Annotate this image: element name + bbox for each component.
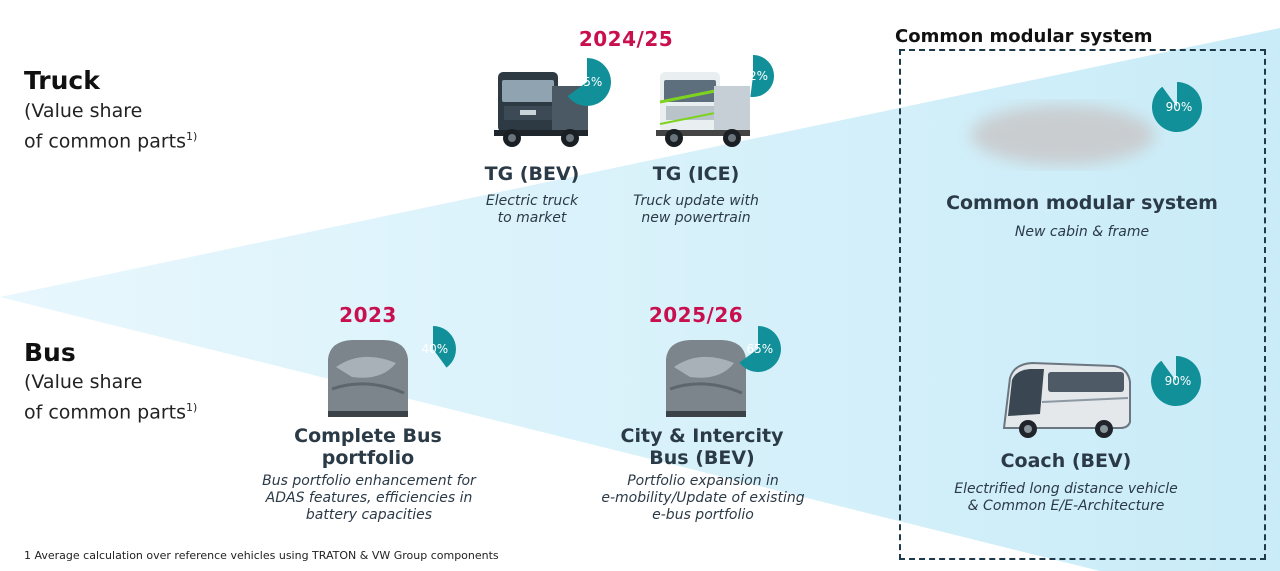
coach-bus-icon	[1002, 361, 1131, 438]
complete-bus-description: Bus portfolio enhancement for ADAS featu…	[244, 473, 494, 524]
modular-truck-description: New cabin & frame	[1014, 224, 1150, 240]
bus-year-2025-label: 2025/26	[648, 303, 744, 327]
pie-slice	[567, 58, 611, 106]
city-bus-desc-line3: e-bus portfolio	[652, 507, 754, 523]
complete-bus-desc-line2: ADAS features, efficiencies in	[265, 490, 473, 506]
pie-slice	[1152, 82, 1202, 132]
share-pie-city-bus: 65%	[739, 326, 781, 372]
pie-slice	[1151, 356, 1201, 406]
share-pie-tg-bev: 65%	[567, 58, 611, 106]
coach-title: Coach (BEV)	[1000, 450, 1132, 472]
share-pie-modular-truck: 90%	[1152, 82, 1202, 132]
pie-percent-label: 52%	[741, 69, 768, 83]
bus-row-sub-line1: (Value share	[24, 371, 143, 393]
city-bus-title-line1: City & Intercity	[620, 425, 784, 447]
tg-bev-description: Electric truck to market	[452, 193, 612, 227]
tg-ice-desc-line1: Truck update with	[633, 193, 759, 209]
complete-bus-desc-line3: battery capacities	[305, 507, 433, 523]
share-pie-coach: 90%	[1151, 356, 1201, 406]
diesel-truck-icon	[656, 72, 750, 147]
tg-bev-title: TG (BEV)	[484, 163, 580, 185]
pie-slice	[433, 326, 456, 368]
tg-bev-desc-line1: Electric truck	[485, 193, 579, 209]
bus-year-2023-label: 2023	[339, 303, 397, 327]
city-bus-description: Portfolio expansion in e-mobility/Update…	[578, 473, 828, 524]
city-bus-title: City & Intercity Bus (BEV)	[592, 425, 812, 469]
pie-percent-label: 90%	[1166, 100, 1193, 114]
truck-row-sub-line1: (Value share	[24, 100, 143, 122]
truck-year-label: 2024/25	[578, 27, 674, 51]
pie-percent-label: 65%	[576, 75, 603, 89]
truck-row-title: Truck	[24, 66, 100, 95]
tg-ice-title: TG (ICE)	[652, 163, 740, 185]
share-pie-tg-ice: 52%	[741, 55, 774, 97]
pie-slice	[750, 55, 774, 97]
truck-row-footnote-mark: 1)	[186, 130, 198, 143]
pie-percent-label: 40%	[422, 342, 449, 356]
pie-percent-label: 90%	[1165, 374, 1192, 388]
footnote: 1 Average calculation over reference veh…	[24, 549, 499, 562]
pie-slice	[739, 326, 781, 372]
tg-bev-desc-line2: to market	[497, 210, 567, 226]
bus-row-title: Bus	[24, 338, 76, 367]
modular-truck-title: Common modular system	[946, 192, 1218, 214]
covered-bus-icon	[328, 340, 408, 417]
modular-system-box	[899, 49, 1266, 560]
complete-bus-title-line2: portfolio	[321, 447, 415, 469]
bus-row-footnote-mark: 1)	[186, 401, 198, 414]
modular-header: Common modular system	[895, 26, 1153, 47]
covered-bus-icon	[666, 340, 746, 417]
complete-bus-title-line1: Complete Bus	[294, 425, 442, 447]
share-pie-complete-bus: 40%	[422, 326, 456, 368]
tg-ice-desc-line2: new powertrain	[641, 210, 751, 226]
coach-description: Electrified long distance vehicle & Comm…	[926, 481, 1206, 515]
city-bus-desc-line1: Portfolio expansion in	[627, 473, 779, 489]
tg-ice-description: Truck update with new powertrain	[606, 193, 786, 227]
bus-row-sub-line2: of common parts	[24, 401, 187, 424]
complete-bus-desc-line1: Bus portfolio enhancement for	[262, 473, 476, 489]
complete-bus-title: Complete Bus portfolio	[268, 425, 468, 469]
coach-desc-line2: & Common E/E-Architecture	[967, 498, 1165, 514]
electric-truck-icon	[494, 72, 588, 147]
coach-desc-line1: Electrified long distance vehicle	[954, 481, 1178, 497]
city-bus-desc-line2: e-mobility/Update of existing	[601, 490, 805, 506]
city-bus-title-line2: Bus (BEV)	[649, 447, 755, 469]
blurred-truck-icon	[971, 105, 1155, 165]
truck-row-sub-line2: of common parts	[24, 130, 187, 153]
pie-percent-label: 65%	[747, 342, 774, 356]
truck-row-subtitle: (Value share of common parts1)	[24, 99, 197, 154]
bus-row-subtitle: (Value share of common parts1)	[24, 370, 197, 425]
